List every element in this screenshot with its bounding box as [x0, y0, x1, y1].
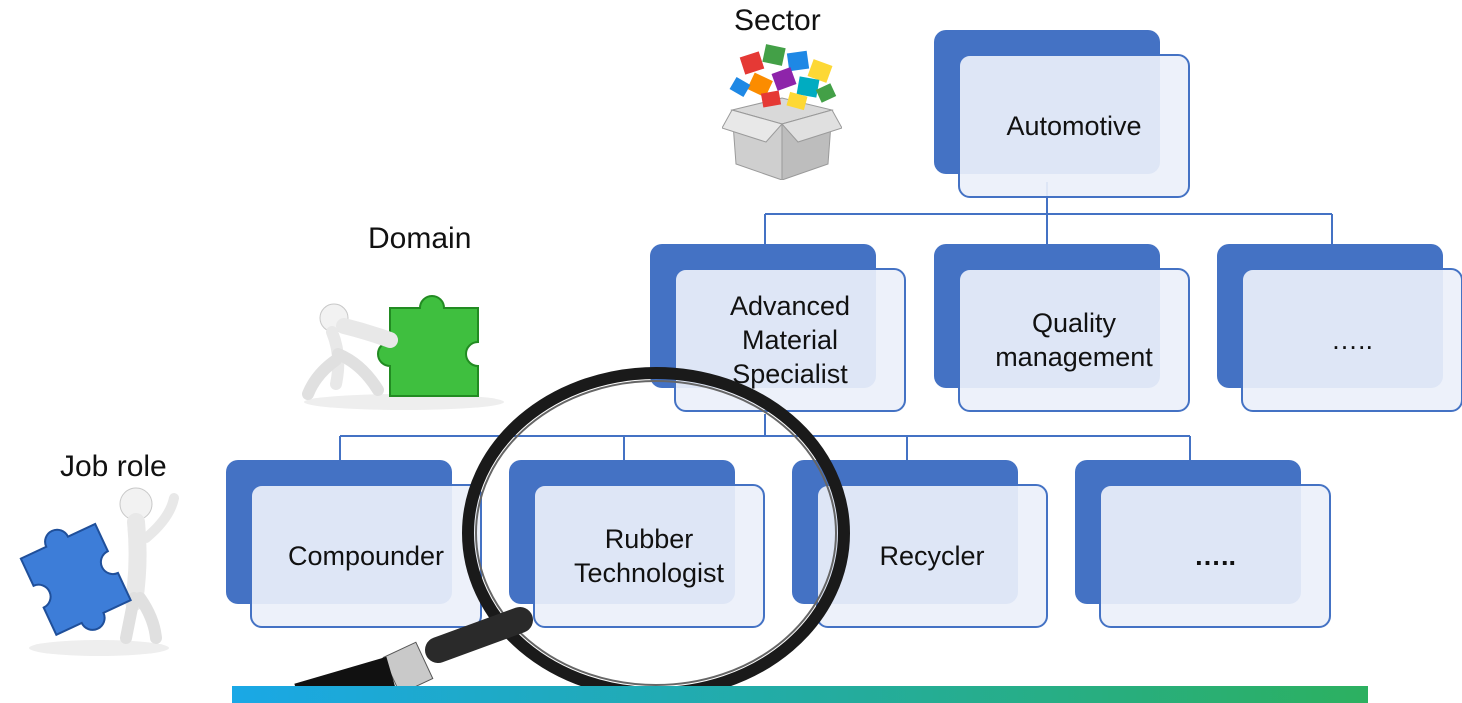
level-label-domain: Domain: [368, 222, 472, 255]
node-label: …..: [1241, 268, 1462, 412]
level-label-sector: Sector: [734, 4, 821, 37]
node-label: Automotive: [958, 54, 1190, 198]
person-pushing-puzzle-icon: [302, 295, 504, 410]
level-label-job-role: Job role: [60, 450, 167, 483]
node-label: …..: [1099, 484, 1331, 628]
node-label: Rubber Technologist: [533, 484, 765, 628]
person-holding-puzzle-icon: [19, 487, 179, 656]
node-label: Recycler: [816, 484, 1048, 628]
footer-gradient-bar: [232, 686, 1368, 703]
node-label: Compounder: [250, 484, 482, 628]
puzzle-box-icon: [722, 44, 842, 180]
node-label: Quality management: [958, 268, 1190, 412]
